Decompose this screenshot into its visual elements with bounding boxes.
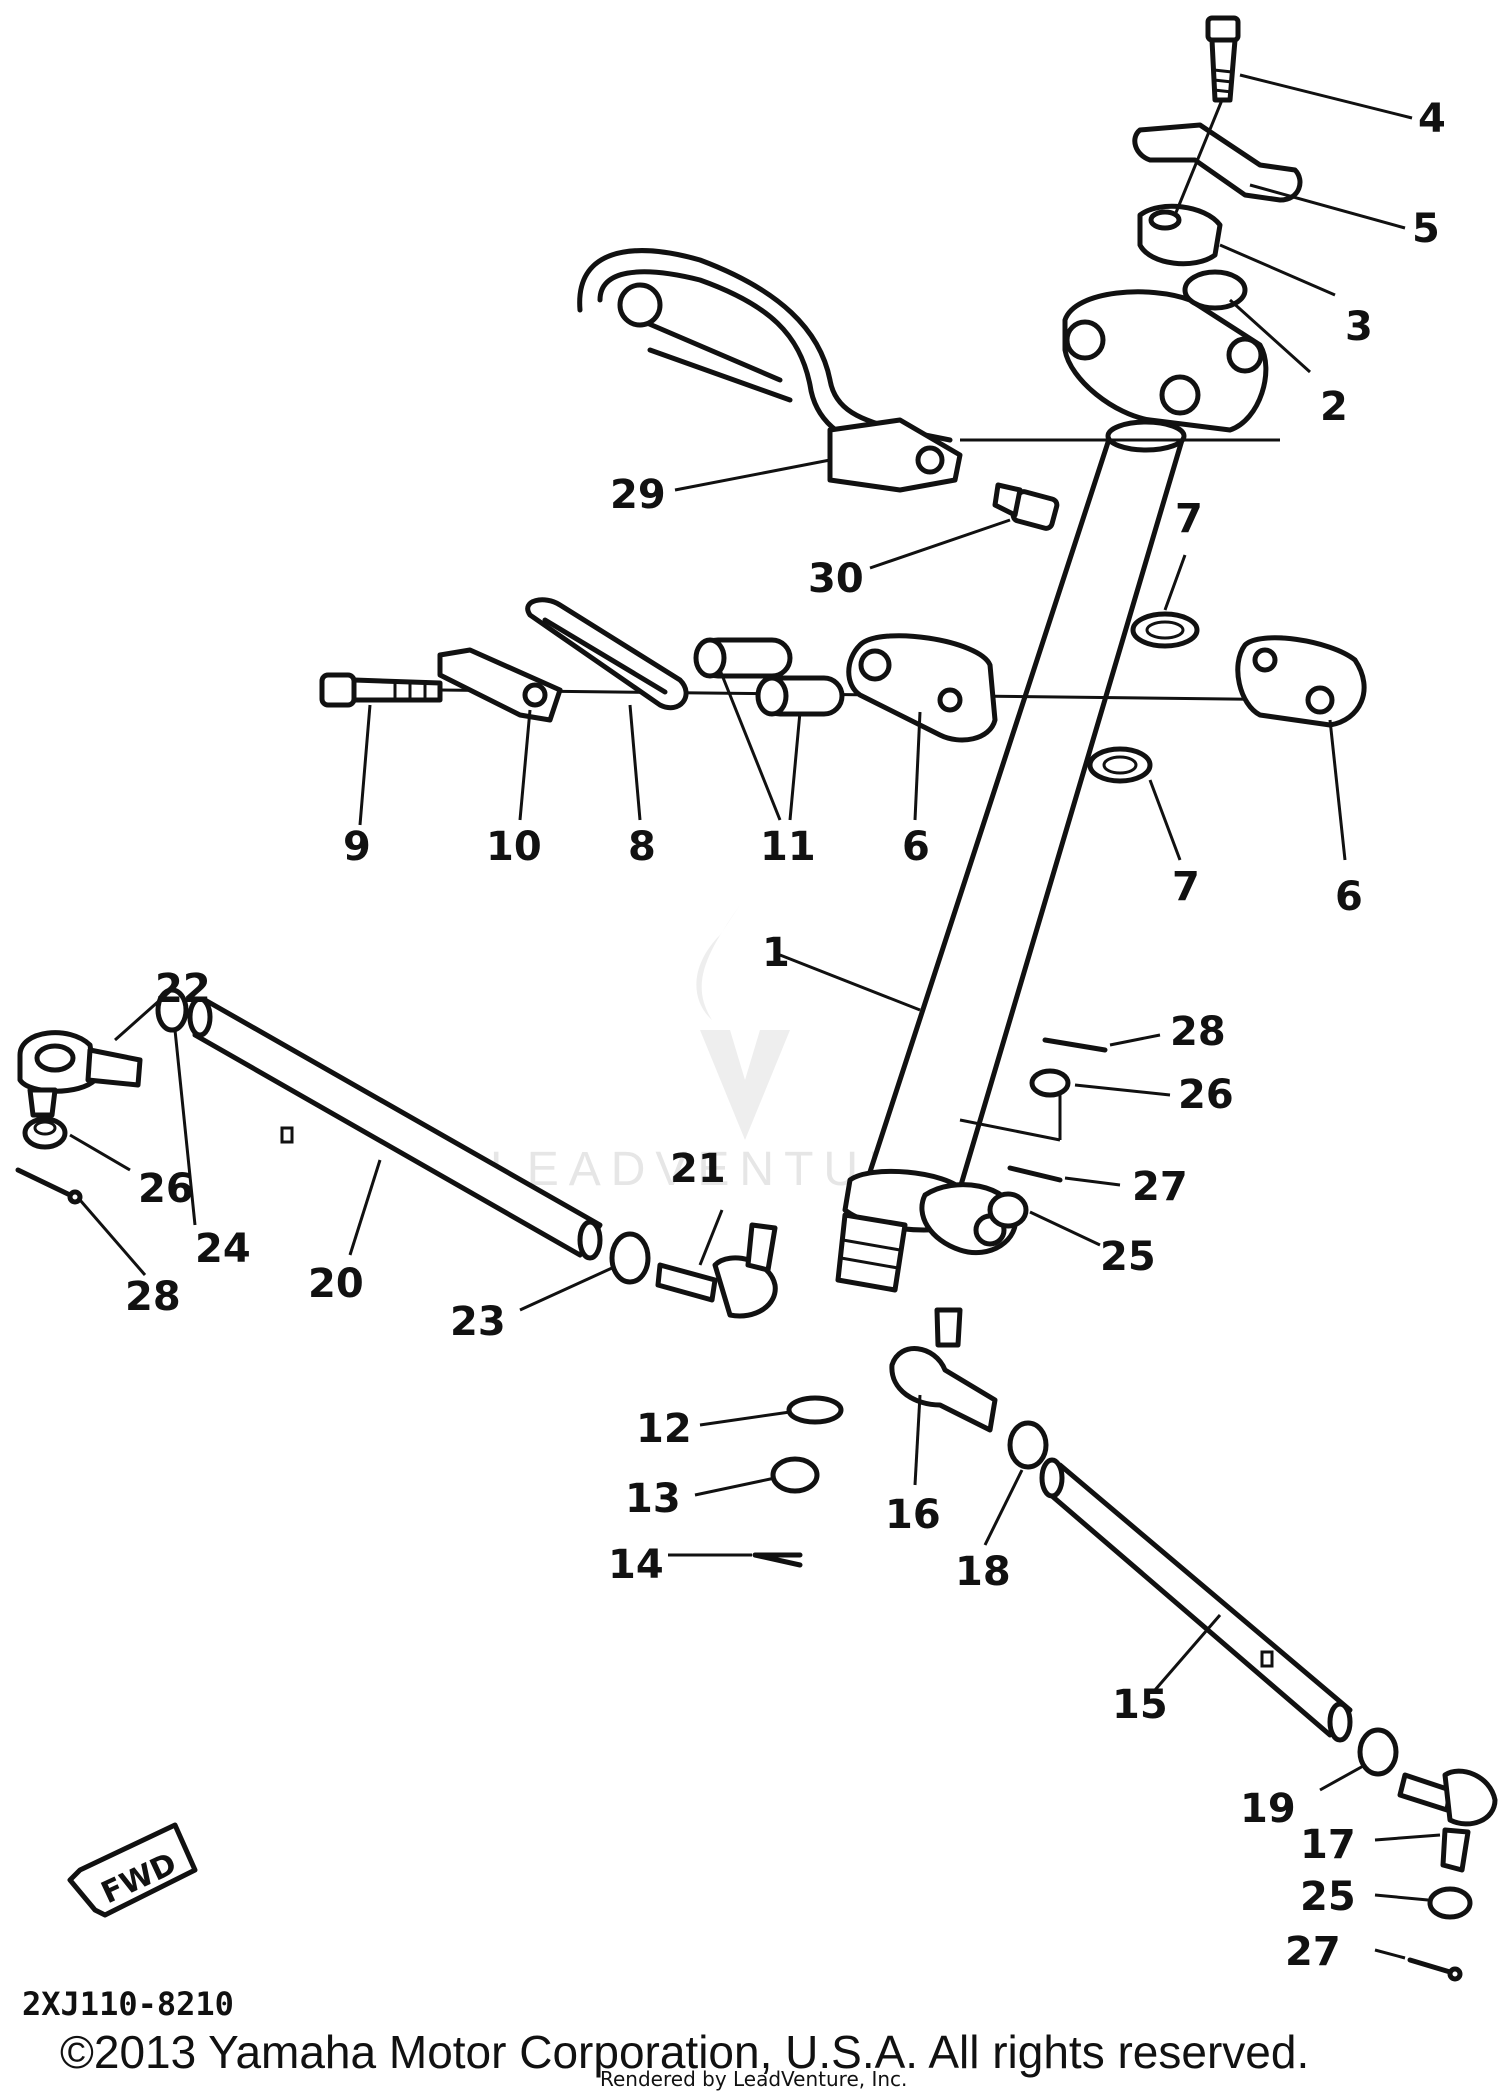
callout-14: 14 [608, 1542, 664, 1588]
callout-18: 18 [955, 1549, 1011, 1595]
part-4-bolt [1205, 15, 1241, 103]
part-25-nut-upper [987, 1191, 1029, 1229]
callout-7-upper: 7 [1175, 496, 1203, 542]
callouts: 4 5 3 2 29 30 7 9 10 8 11 6 7 6 1 22 28 … [125, 96, 1446, 1975]
callout-29: 29 [610, 472, 666, 518]
callout-19: 19 [1240, 1786, 1296, 1832]
part-27-pin-upper [1007, 1165, 1063, 1183]
part-19-nut [1357, 1727, 1399, 1777]
callout-6-right: 6 [1335, 874, 1363, 920]
part-28-pin-left [15, 1167, 83, 1205]
callout-12: 12 [636, 1406, 692, 1452]
callout-8: 8 [628, 824, 656, 870]
part-22-rod-end-left [17, 1030, 143, 1118]
part-29-handle [577, 248, 963, 493]
callout-26-right: 26 [1178, 1072, 1234, 1118]
callout-10: 10 [486, 824, 542, 870]
callout-16: 16 [885, 1492, 941, 1538]
callout-23: 23 [450, 1299, 506, 1345]
part-27-pin-lower [1407, 1957, 1463, 1982]
leader-lines [69, 73, 1441, 1960]
callout-28-right: 28 [1170, 1009, 1226, 1055]
callout-27-upper: 27 [1132, 1164, 1188, 1210]
part-26-nut-left [22, 1116, 68, 1150]
part-24-nut [155, 987, 189, 1033]
part-25-nut-lower [1427, 1886, 1473, 1920]
part-30-bolt [992, 482, 1060, 531]
callout-5: 5 [1412, 206, 1440, 252]
callout-27-lower: 27 [1285, 1929, 1341, 1975]
part-16-rod-end [889, 1307, 998, 1433]
part-8-retainer [525, 597, 689, 711]
part-28-pin-right [1042, 1037, 1108, 1053]
drawing-code: 2XJ110-8210 [22, 1985, 234, 2023]
part-21-rod-end [655, 1222, 778, 1319]
callout-17: 17 [1300, 1822, 1356, 1868]
callout-13: 13 [625, 1476, 681, 1522]
part-18-nut [1007, 1420, 1049, 1470]
part-11-collar-lower [755, 675, 845, 717]
callout-9: 9 [343, 824, 371, 870]
callout-20: 20 [308, 1261, 364, 1307]
callout-2: 2 [1320, 384, 1348, 430]
part-7-washer-upper [1130, 611, 1200, 649]
callout-24: 24 [195, 1226, 251, 1272]
callout-25-lower: 25 [1300, 1874, 1356, 1920]
callout-22: 22 [155, 966, 211, 1012]
callout-30: 30 [808, 556, 864, 602]
part-1-steering-column [835, 419, 1187, 1293]
part-15-tie-rod-right [1039, 1457, 1353, 1743]
callout-7-lower: 7 [1172, 864, 1200, 910]
callout-26-left: 26 [138, 1166, 194, 1212]
part-6-holder-left [846, 633, 998, 743]
callout-28-left: 28 [125, 1274, 181, 1320]
callout-11: 11 [760, 824, 816, 870]
part-20-tie-rod-left [187, 996, 603, 1261]
part-12-washer [786, 1395, 844, 1425]
callout-25-upper: 25 [1100, 1234, 1156, 1280]
part-6-holder-right [1235, 635, 1367, 728]
part-7-washer-lower [1087, 746, 1153, 784]
part-5-plate [1132, 122, 1303, 203]
callout-21: 21 [670, 1146, 726, 1192]
part-17-rod-end [1397, 1768, 1498, 1873]
part-26-nut-right [1029, 1068, 1071, 1098]
part-2-holder-assembly [1062, 269, 1269, 433]
copyright-notice: ©2013 Yamaha Motor Corporation, U.S.A. A… [60, 2026, 1309, 2078]
part-9-bolt [319, 672, 443, 708]
fwd-arrow: FWD [67, 1822, 198, 1918]
part-10-lock-plate [437, 647, 563, 723]
part-13-nut [770, 1456, 820, 1494]
callout-3: 3 [1345, 304, 1373, 350]
part-14-pin [752, 1552, 803, 1568]
part-3-cap [1137, 203, 1223, 267]
callout-15: 15 [1112, 1682, 1168, 1728]
callout-4: 4 [1418, 96, 1446, 142]
rendered-by: Rendered by LeadVenture, Inc. [600, 2067, 907, 2091]
part-23-nut [609, 1231, 651, 1285]
callout-6-left: 6 [902, 824, 930, 870]
part-11-collar-upper [693, 637, 793, 679]
callout-1: 1 [762, 930, 790, 976]
